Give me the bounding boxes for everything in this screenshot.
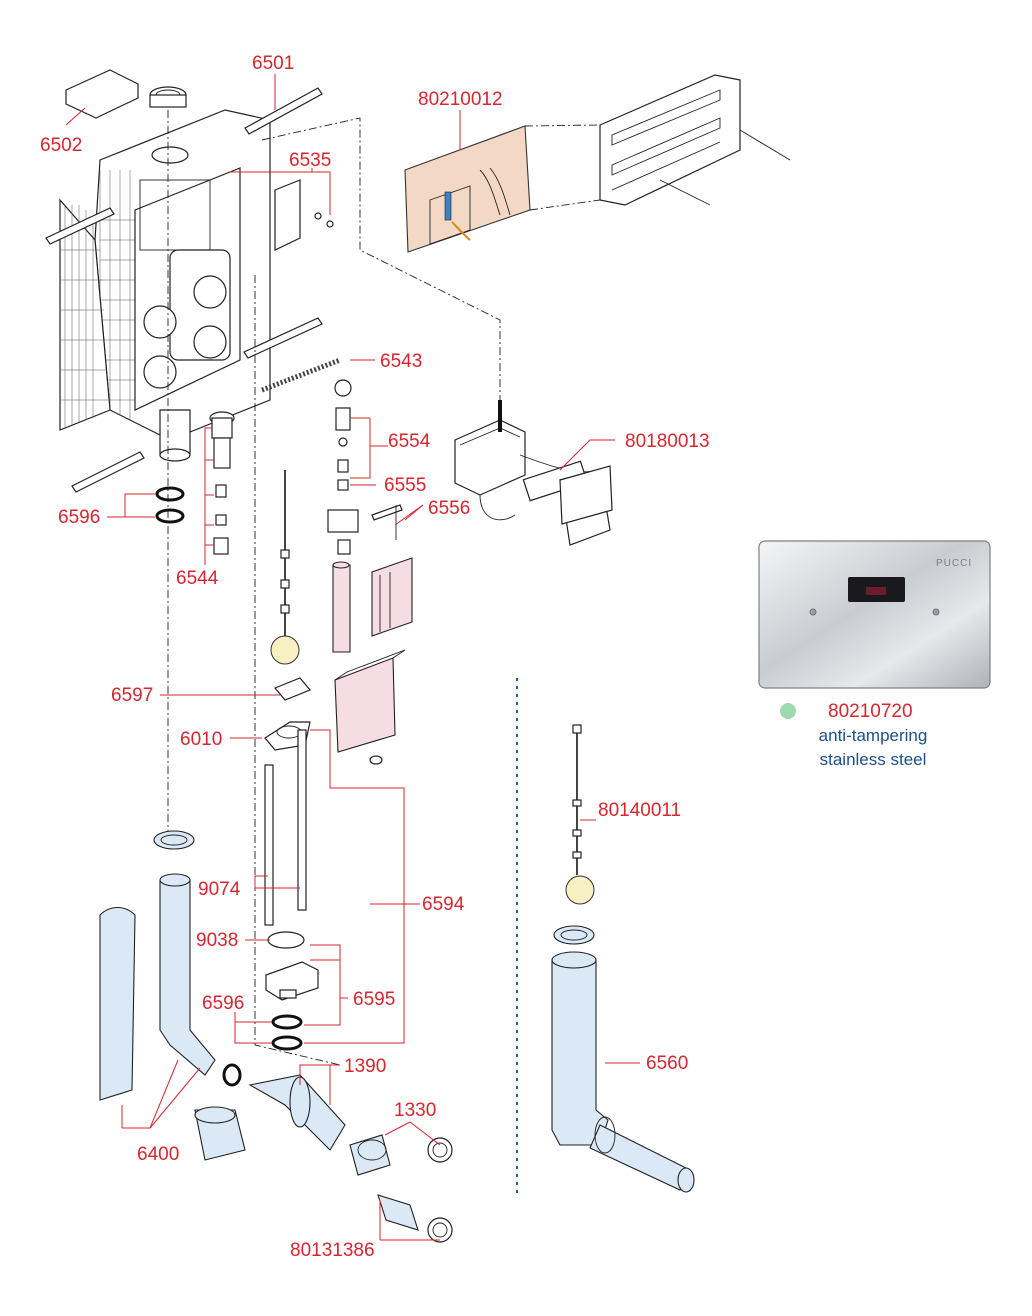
label-9074: 9074: [198, 879, 241, 900]
flush-pipe-6400: [99, 830, 453, 1243]
finish-dot: [780, 703, 796, 719]
label-6555: 6555: [384, 475, 426, 496]
label-6560: 6560: [646, 1053, 688, 1074]
panel-80210012: [404, 125, 531, 253]
label-6594: 6594: [422, 894, 465, 915]
label-6595: 6595: [353, 989, 395, 1010]
flush-plate-product: PUCCI: [758, 540, 991, 689]
overflow-parts: [264, 557, 413, 1051]
label-6010: 6010: [180, 729, 222, 750]
label-1330: 1330: [394, 1100, 436, 1121]
control-box: [454, 400, 613, 546]
label-6596-top: 6596: [58, 507, 100, 528]
label-80210012: 80210012: [418, 89, 503, 110]
label-80210720: 80210720: [828, 701, 913, 722]
label-6543: 6543: [380, 351, 422, 372]
label-6501: 6501: [252, 53, 294, 74]
label-80180013: 80180013: [625, 431, 710, 452]
leader-lines: [65, 74, 640, 1241]
plate-desc-line2: stainless steel: [820, 750, 927, 769]
mounting-frame: [524, 74, 791, 211]
alt-flush-pipe: [551, 925, 695, 1193]
label-6596-bottom: 6596: [202, 993, 244, 1014]
label-6535: 6535: [289, 150, 331, 171]
part-labels: 6501 6502 80210012 6535 6543 80180013 65…: [40, 53, 710, 1261]
alt-float-rod: [565, 724, 595, 905]
bracket-6502-shape: [65, 69, 139, 119]
float-rod: [270, 470, 300, 665]
label-6597: 6597: [111, 685, 153, 706]
label-6544: 6544: [176, 568, 219, 589]
label-6554: 6554: [388, 431, 431, 452]
label-6400: 6400: [137, 1144, 179, 1165]
plate-desc-line1: anti-tampering: [819, 726, 928, 745]
plate-brand: PUCCI: [936, 558, 972, 569]
cistern-frame: [45, 69, 501, 1066]
label-80140011: 80140011: [598, 800, 681, 821]
o-rings-top: [155, 486, 185, 524]
label-80131386: 80131386: [290, 1240, 375, 1261]
label-6556: 6556: [428, 498, 470, 519]
label-1390: 1390: [344, 1056, 386, 1077]
label-9038: 9038: [196, 930, 238, 951]
label-6502: 6502: [40, 135, 82, 156]
